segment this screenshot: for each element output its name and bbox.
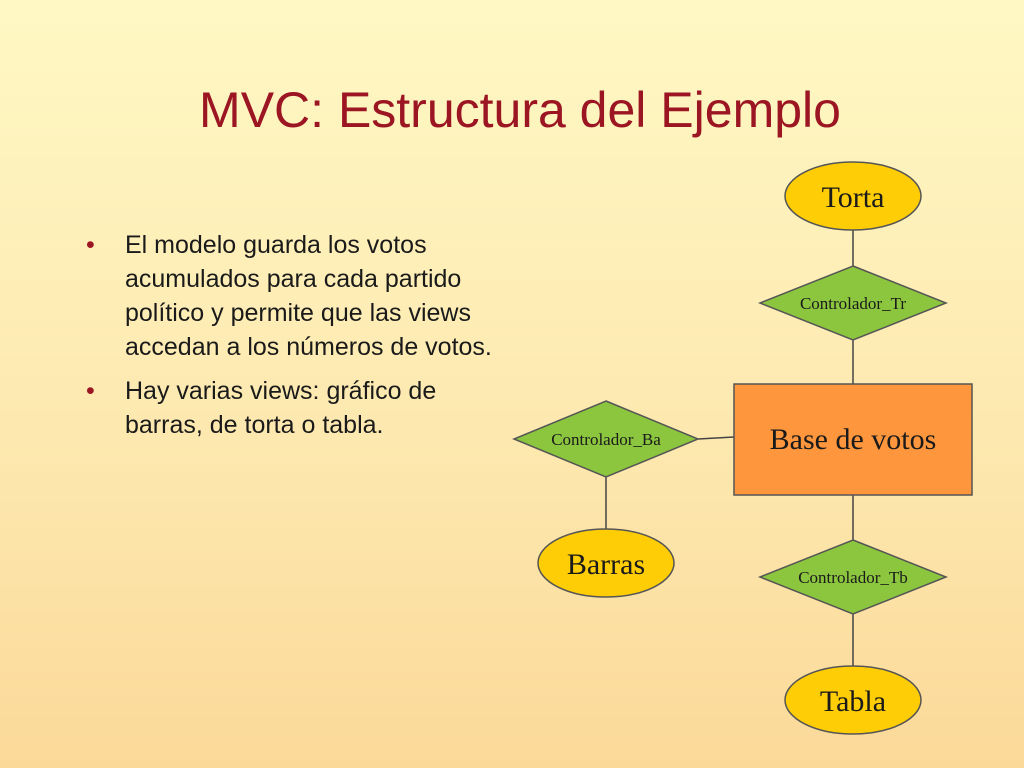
connector-ba-model — [697, 436, 735, 440]
slide-title: MVC: Estructura del Ejemplo — [199, 82, 841, 138]
bullet-item: El modelo guarda los votos acumulados pa… — [86, 228, 496, 364]
view-tabla-ellipse — [784, 665, 922, 735]
view-torta-label: Torta — [822, 181, 885, 214]
view-barras-label: Barras — [567, 548, 645, 581]
bullet-list: El modelo guarda los votos acumulados pa… — [86, 228, 496, 452]
model-label: Base de votos — [770, 423, 937, 456]
controller-tr-label: Controlador_Tr — [800, 294, 906, 313]
controller-tr-diamond — [757, 265, 949, 341]
view-tabla-label: Tabla — [820, 685, 886, 718]
model-box — [733, 383, 973, 496]
controller-ba-label: Controlador_Ba — [551, 430, 661, 449]
controller-ba-diamond — [512, 400, 700, 478]
bullet-item: Hay varias views: gráfico de barras, de … — [86, 374, 496, 442]
view-barras-ellipse — [537, 528, 675, 598]
view-torta-ellipse — [784, 161, 922, 231]
controller-tb-label: Controlador_Tb — [798, 568, 908, 587]
controller-tb-diamond — [757, 539, 949, 615]
